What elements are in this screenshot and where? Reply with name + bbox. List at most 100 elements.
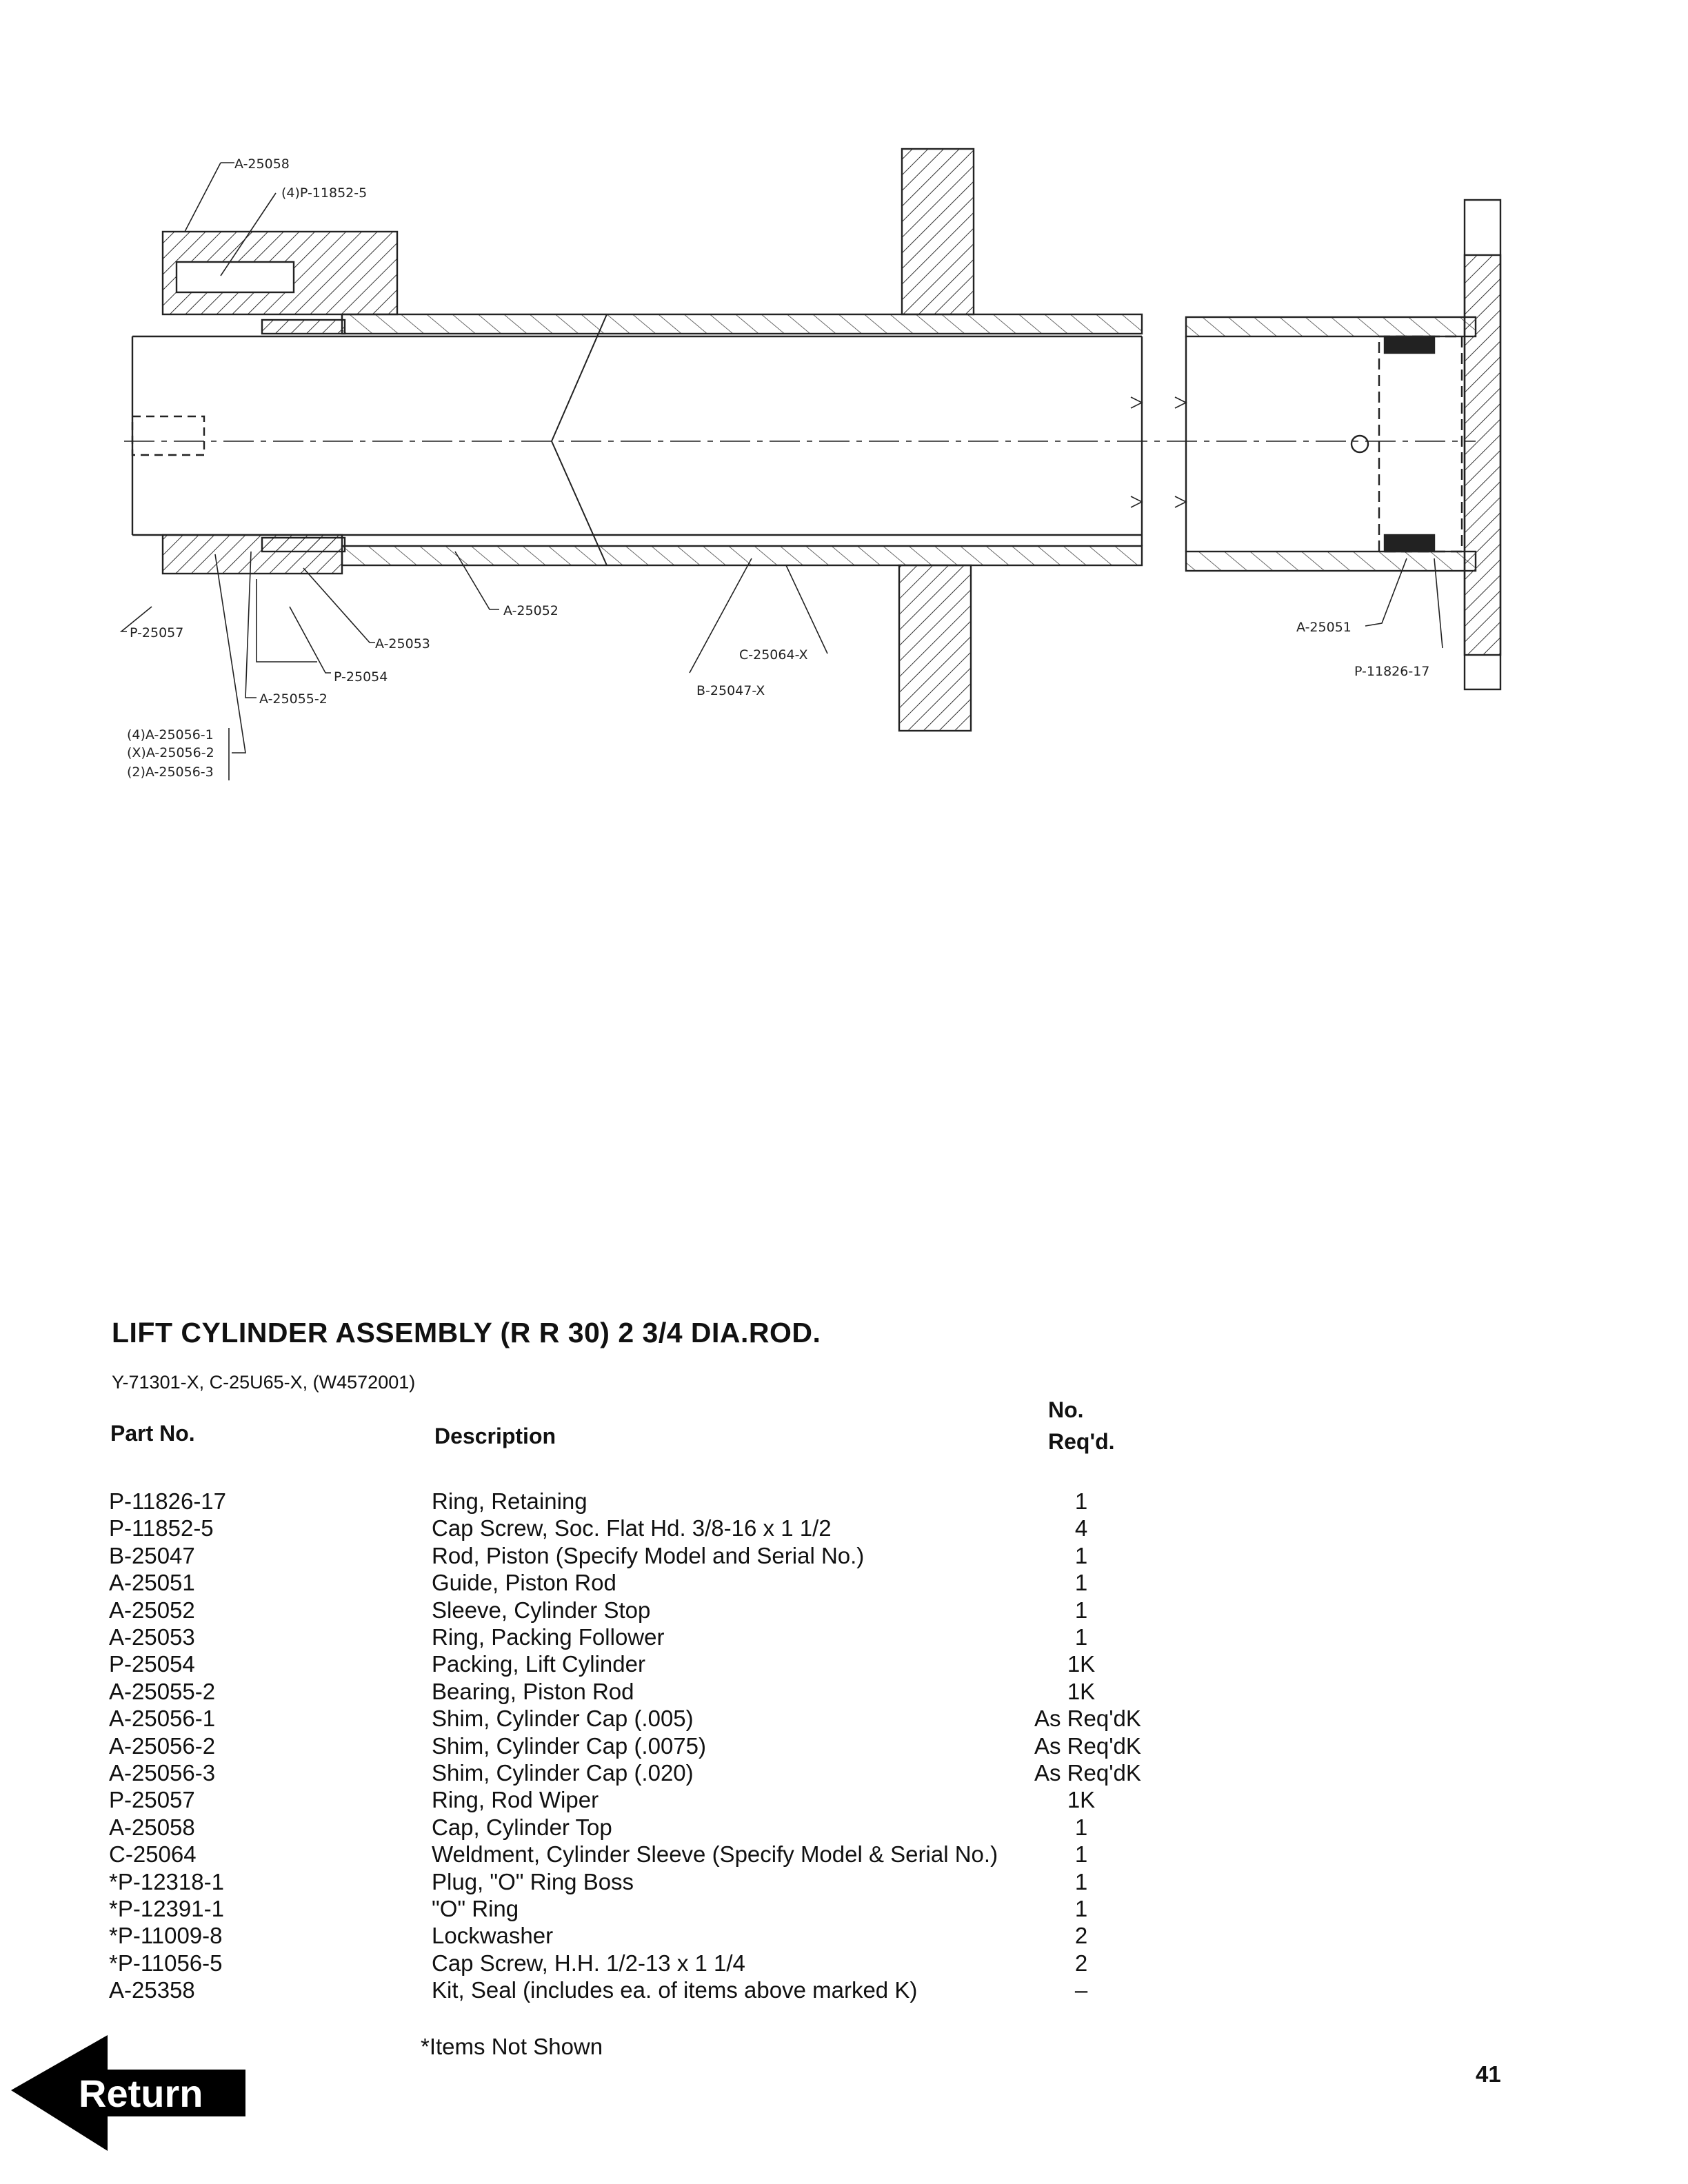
- quantity: As Req'dK: [1034, 1706, 1141, 1732]
- table-row: A-25051 Guide, Piston Rod 1: [0, 1569, 1688, 1597]
- quantity: 1: [1074, 1570, 1088, 1596]
- description: Guide, Piston Rod: [432, 1570, 616, 1596]
- table-row: *P-11009-8 Lockwasher 2: [0, 1922, 1688, 1950]
- label-p25054: P-25054: [334, 669, 388, 685]
- page-number: 41: [1476, 2061, 1501, 2087]
- part-number: A-25051: [109, 1570, 195, 1596]
- table-row: P-25057 Ring, Rod Wiper 1K: [0, 1786, 1688, 1814]
- table-row: P-11826-17 Ring, Retaining 1: [0, 1488, 1688, 1515]
- cylinder-sleeve-bottom: [341, 545, 1143, 567]
- label-a25051: A-25051: [1296, 620, 1352, 635]
- table-row: A-25056-3 Shim, Cylinder Cap (.020) As Req…: [0, 1759, 1688, 1787]
- table-row: A-25058 Cap, Cylinder Top 1: [0, 1814, 1688, 1841]
- part-number: A-25056-2: [109, 1732, 216, 1759]
- model-numbers: Y-71301-X, C-25U65-X, (W4572001): [112, 1372, 416, 1393]
- label-shim2: (X)A-25056-2: [127, 745, 214, 760]
- table-row: A-25056-1 Shim, Cylinder Cap (.005) As Req…: [0, 1705, 1688, 1732]
- table-row: C-25064 Weldment, Cylinder Sleeve (Specif…: [0, 1841, 1688, 1868]
- label-p11852: (4)P-11852-5: [281, 185, 367, 201]
- label-p11826: P-11826-17: [1354, 664, 1429, 679]
- part-number: P-11826-17: [109, 1488, 227, 1514]
- quantity: 1: [1074, 1841, 1088, 1868]
- description: Shim, Cylinder Cap (.020): [432, 1760, 694, 1786]
- part-number: C-25064: [109, 1841, 197, 1868]
- quantity: 1K: [1067, 1651, 1096, 1677]
- mounting-flange-top: [901, 148, 975, 316]
- part-number: P-11852-5: [109, 1515, 214, 1541]
- label-c25064: C-25064-X: [739, 647, 808, 663]
- part-number: *P-11009-8: [109, 1923, 223, 1949]
- description: Kit, Seal (includes ea. of items above m…: [432, 1977, 918, 2003]
- header-qty-line2: Req'd.: [1048, 1429, 1115, 1454]
- header-description: Description: [434, 1424, 556, 1448]
- quantity: –: [1074, 1977, 1088, 2003]
- description: Sleeve, Cylinder Stop: [432, 1597, 651, 1623]
- cylinder-sleeve-top: [341, 313, 1143, 335]
- description: Bearing, Piston Rod: [432, 1678, 634, 1704]
- header-part-no: Part No.: [110, 1421, 195, 1446]
- table-row: A-25055-2 Bearing, Piston Rod 1K: [0, 1678, 1688, 1706]
- description: Ring, Packing Follower: [432, 1624, 665, 1650]
- description: "O" Ring: [432, 1896, 519, 1921]
- table-row: A-25358 Kit, Seal (includes ea. of items …: [0, 1976, 1688, 2004]
- description: Cap, Cylinder Top: [432, 1814, 612, 1840]
- page-title: LIFT CYLINDER ASSEMBLY (R R 30) 2 3/4 DI…: [112, 1317, 821, 1348]
- footnote: *Items Not Shown: [421, 2034, 603, 2059]
- part-number: A-25056-1: [109, 1706, 216, 1732]
- table-row: A-25053 Ring, Packing Follower 1: [0, 1624, 1688, 1651]
- quantity: 4: [1074, 1515, 1088, 1541]
- description: Rod, Piston (Specify Model and Serial No…: [432, 1542, 865, 1568]
- description: Shim, Cylinder Cap (.0075): [432, 1732, 706, 1759]
- part-number: P-25054: [109, 1651, 195, 1677]
- end-plate: [1463, 254, 1502, 656]
- quantity: 2: [1074, 1923, 1088, 1949]
- label-p25057: P-25057: [130, 625, 183, 640]
- left-arrow-icon: [11, 2035, 245, 2151]
- part-number: A-25058: [109, 1814, 195, 1840]
- description: Weldment, Cylinder Sleeve (Specify Model…: [432, 1841, 998, 1868]
- quantity: As Req'dK: [1034, 1732, 1141, 1759]
- quantity: 2: [1074, 1950, 1088, 1976]
- part-number: A-25052: [109, 1597, 195, 1623]
- header-qty-line1: No.: [1048, 1397, 1084, 1422]
- label-b25047: B-25047-X: [696, 683, 765, 698]
- part-number: A-25056-3: [109, 1760, 216, 1786]
- quantity: 1: [1074, 1597, 1088, 1623]
- return-button[interactable]: Return: [11, 2035, 250, 2152]
- quantity: 1K: [1067, 1787, 1096, 1813]
- table-row: *P-12391-1 "O" Ring 1: [0, 1895, 1688, 1923]
- description: Cap Screw, H.H. 1/2-13 x 1 1/4: [432, 1950, 745, 1976]
- quantity: As Req'dK: [1034, 1760, 1141, 1786]
- part-number: A-25358: [109, 1977, 195, 2003]
- lift-cylinder-diagram: A-25058 (4)P-11852-5 P-25057 A-25053 A-2…: [119, 148, 1502, 780]
- quantity: 1: [1074, 1814, 1088, 1840]
- piston-guide: [1378, 335, 1463, 553]
- part-number: P-25057: [109, 1787, 195, 1813]
- label-a25055: A-25055-2: [259, 691, 328, 707]
- part-number: *P-12391-1: [109, 1896, 224, 1921]
- description: Lockwasher: [432, 1923, 554, 1949]
- label-a25058: A-25058: [234, 156, 290, 172]
- quantity: 1: [1074, 1488, 1088, 1514]
- quantity: 1K: [1067, 1678, 1096, 1704]
- description: Ring, Retaining: [432, 1488, 587, 1514]
- quantity: 1: [1074, 1868, 1088, 1894]
- quantity: 1: [1074, 1896, 1088, 1921]
- part-number: A-25055-2: [109, 1678, 216, 1704]
- part-number: A-25053: [109, 1624, 195, 1650]
- quantity: 1: [1074, 1624, 1088, 1650]
- part-number: B-25047: [109, 1542, 195, 1568]
- description: Plug, "O" Ring Boss: [432, 1868, 634, 1894]
- label-shim3: (2)A-25056-3: [127, 765, 214, 780]
- quantity: 1: [1074, 1542, 1088, 1568]
- label-a25053: A-25053: [375, 636, 430, 651]
- table-row: A-25056-2 Shim, Cylinder Cap (.0075) As Re…: [0, 1732, 1688, 1760]
- description: Ring, Rod Wiper: [432, 1787, 599, 1813]
- description: Shim, Cylinder Cap (.005): [432, 1706, 694, 1732]
- label-shim1: (4)A-25056-1: [127, 727, 214, 742]
- mounting-flange-bottom: [898, 564, 972, 732]
